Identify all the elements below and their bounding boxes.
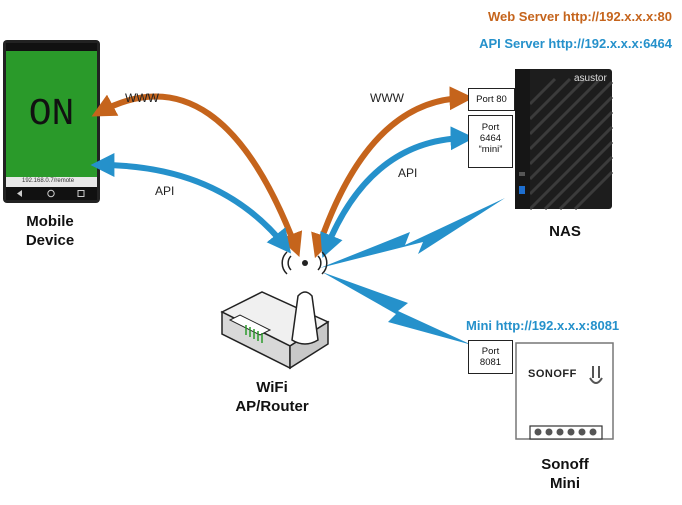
www-label-left: WWW bbox=[125, 91, 159, 105]
recents-icon bbox=[77, 190, 85, 197]
power-led-icon bbox=[519, 172, 525, 176]
mobile-device bbox=[3, 40, 100, 203]
wifi-router bbox=[220, 251, 330, 370]
api-link-phone-router bbox=[90, 153, 292, 254]
home-icon bbox=[47, 189, 55, 198]
port-8081-line1: Port bbox=[481, 346, 500, 357]
usb-port-icon bbox=[519, 186, 525, 194]
port-6464-box: Port 6464 “mini” bbox=[468, 115, 513, 168]
api-label-right: API bbox=[398, 166, 418, 180]
www-label-right: WWW bbox=[370, 91, 404, 105]
nas-brand-logo: asustor bbox=[574, 73, 607, 84]
mini-server-header: Mini http://192.x.x.x:8081 bbox=[466, 318, 620, 333]
sonoff-label-line2: Mini bbox=[550, 475, 580, 492]
sonoff-label: Sonoff Mini bbox=[520, 455, 610, 493]
router-label: WiFi AP/Router bbox=[222, 378, 322, 416]
port-6464-line3: “mini” bbox=[478, 144, 503, 155]
sonoff-button-icon bbox=[589, 377, 603, 384]
port-6464-line1: Port bbox=[481, 122, 500, 133]
signal-wave-icon bbox=[281, 251, 288, 275]
phone-status-bar bbox=[6, 43, 97, 51]
sonoff-button-icon bbox=[592, 366, 600, 378]
phone-screen bbox=[6, 51, 97, 177]
port-8081-box: Port 8081 bbox=[468, 340, 513, 374]
phone-nav-bar bbox=[6, 187, 97, 200]
wifi-link-nas bbox=[320, 198, 505, 268]
signal-wave-icon bbox=[317, 255, 322, 271]
phone-screen-text: ON bbox=[28, 92, 75, 136]
router-label-line1: WiFi bbox=[256, 379, 288, 396]
mobile-device-label-line2: Device bbox=[25, 232, 75, 249]
mobile-device-label-line1: Mobile bbox=[26, 213, 74, 230]
signal-wave-icon bbox=[321, 251, 328, 275]
router-label-line2: AP/Router bbox=[235, 398, 309, 415]
sonoff-mini-device bbox=[515, 342, 614, 440]
port-8081-line2: 8081 bbox=[479, 357, 502, 368]
sonoff-label-line1: Sonoff bbox=[541, 456, 589, 473]
wifi-link-sonoff bbox=[322, 272, 472, 345]
phone-url-bar bbox=[6, 177, 97, 187]
sonoff-body bbox=[515, 342, 614, 440]
port-80-box: Port 80 bbox=[468, 88, 515, 111]
api-server-header: API Server http://192.x.x.x:6464 bbox=[479, 36, 672, 51]
nas-device bbox=[515, 69, 614, 211]
api-label-left: API bbox=[155, 184, 175, 198]
signal-wave-icon bbox=[287, 255, 292, 271]
terminal-screws bbox=[534, 428, 597, 436]
nas-label: NAS bbox=[549, 223, 581, 240]
nas-texture bbox=[528, 77, 614, 211]
antenna-tip-icon bbox=[302, 260, 308, 266]
sonoff-brand-logo: SONOFF bbox=[528, 368, 577, 380]
mobile-device-label: Mobile Device bbox=[6, 212, 94, 250]
port-6464-line2: 6464 bbox=[479, 133, 502, 144]
back-icon bbox=[17, 190, 22, 197]
api-link-router-nas bbox=[320, 126, 475, 258]
phone-url-text: 192.168.0.7/remote bbox=[22, 178, 75, 184]
web-server-header: Web Server http://192.x.x.x:80 bbox=[487, 9, 672, 24]
nas-side-strip bbox=[515, 69, 530, 209]
www-link-router-nas bbox=[311, 86, 474, 259]
router-antenna bbox=[291, 291, 319, 345]
nas-body bbox=[515, 69, 612, 209]
